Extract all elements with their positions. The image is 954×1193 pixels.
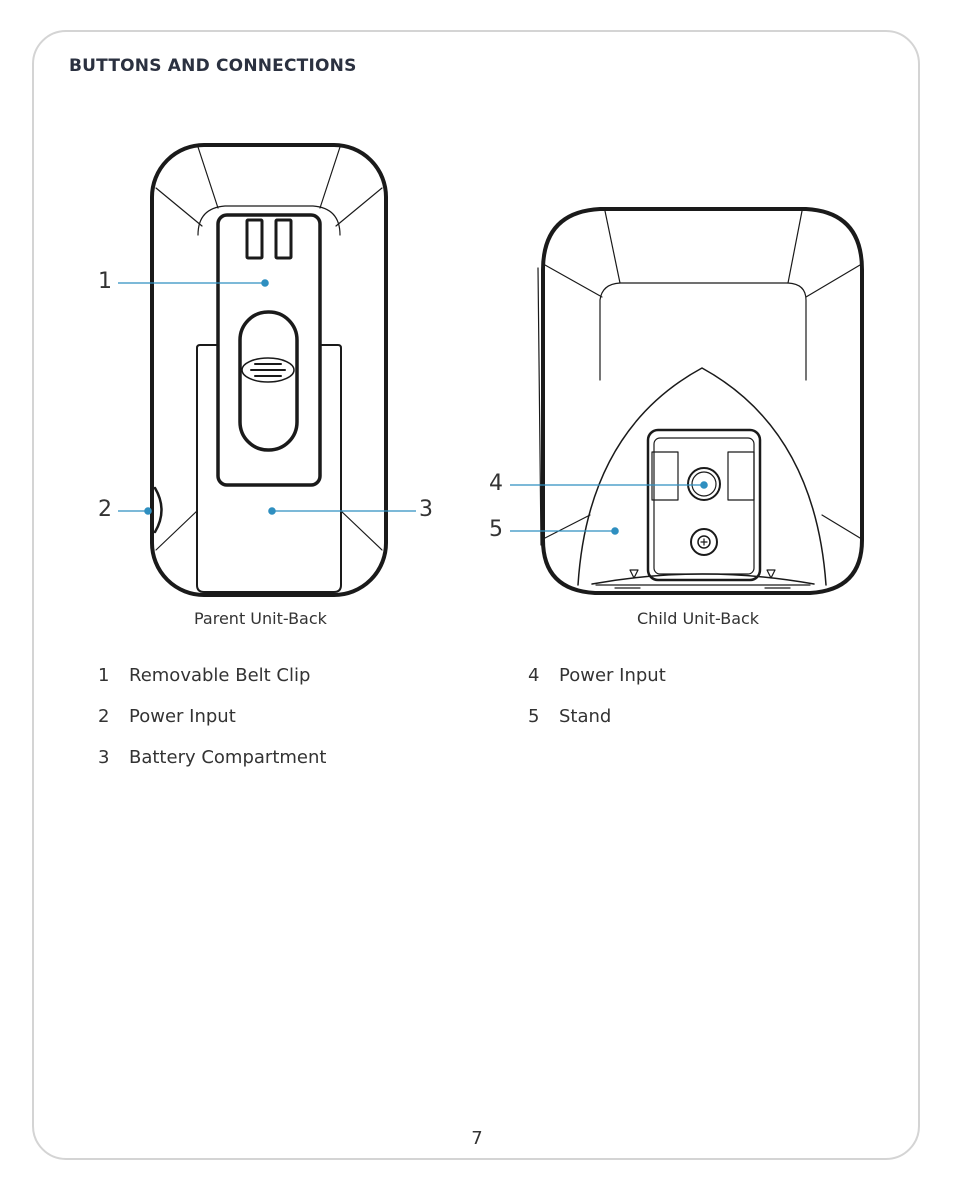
legend-label: Removable Belt Clip [129, 665, 311, 686]
legend-number: 2 [98, 706, 110, 727]
child-unit-illustration [537, 207, 864, 595]
legend-label: Power Input [559, 665, 666, 686]
legend-item: 3 Battery Compartment [98, 747, 326, 768]
callout-number-4: 4 [489, 471, 503, 496]
callout-number-1: 1 [98, 269, 112, 294]
legend-number: 5 [528, 706, 540, 727]
page-frame [32, 30, 920, 1160]
legend-number: 3 [98, 747, 110, 768]
legend-number: 1 [98, 665, 110, 686]
legend-number: 4 [528, 665, 540, 686]
callout-number-5: 5 [489, 517, 503, 542]
legend-item: 5 Stand [528, 706, 611, 727]
parent-unit-illustration [150, 143, 388, 597]
callout-dot-5 [611, 527, 619, 535]
legend-item: 2 Power Input [98, 706, 236, 727]
child-unit-caption: Child Unit-Back [637, 609, 760, 628]
callout-number-3: 3 [419, 497, 433, 522]
callout-dot-3 [268, 507, 276, 515]
legend-label: Battery Compartment [129, 747, 327, 768]
legend-item: 4 Power Input [528, 665, 666, 686]
callout-number-2: 2 [98, 497, 112, 522]
legend-label: Power Input [129, 706, 236, 727]
legend-item: 1 Removable Belt Clip [98, 665, 310, 686]
callout-dot-4 [700, 481, 708, 489]
callout-dot-1 [261, 279, 269, 287]
section-title: BUTTONS AND CONNECTIONS [69, 56, 357, 76]
parent-unit-caption: Parent Unit-Back [194, 609, 327, 628]
page-number: 7 [471, 1128, 483, 1149]
legend-label: Stand [559, 706, 612, 727]
callout-dot-2 [144, 507, 152, 515]
